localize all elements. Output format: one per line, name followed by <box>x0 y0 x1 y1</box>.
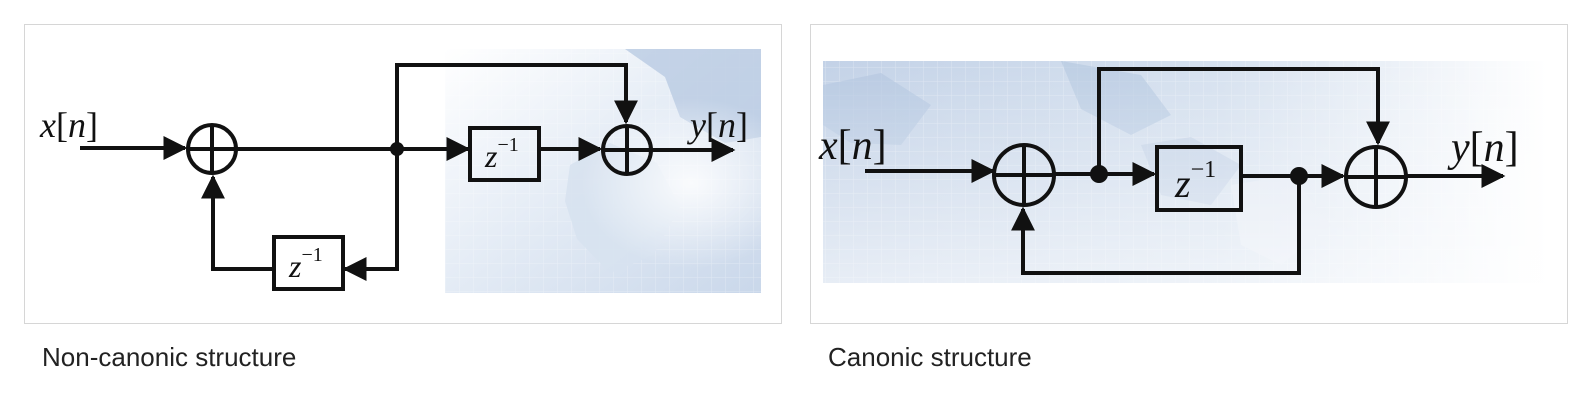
map-background <box>823 61 1547 283</box>
delay-label: z−1 <box>1174 157 1216 206</box>
diagram-panel-canonic: x[n] y[n] <box>810 24 1568 324</box>
output-signal-label: y[n] <box>687 105 748 145</box>
output-signal-label: y[n] <box>1447 125 1519 171</box>
delay-block <box>1155 145 1243 212</box>
input-signal-label: x[n] <box>818 123 887 169</box>
feedback-path-down <box>342 149 399 281</box>
input-signal-label: x[n] <box>39 105 98 145</box>
delay-label-feedback: z−1 <box>288 244 323 284</box>
branch-node <box>390 142 404 156</box>
feedforward-path <box>395 63 638 149</box>
feedback-path <box>1011 176 1301 275</box>
block-diagram-non-canonic: x[n] y[n] <box>39 49 761 293</box>
map-background <box>445 49 761 293</box>
branch-node-1 <box>1090 165 1108 183</box>
feedback-path-return <box>201 174 274 271</box>
block-diagram-canonic: x[n] y[n] <box>818 61 1547 283</box>
delay-label-forward: z−1 <box>484 134 519 174</box>
caption-canonic: Canonic structure <box>828 342 1032 372</box>
feedforward-path <box>1097 67 1390 174</box>
delay-block-forward <box>468 126 541 182</box>
caption-non-canonic: Non-canonic structure <box>42 342 297 372</box>
delay-block-feedback <box>272 235 345 291</box>
diagram-panel-non-canonic: x[n] y[n] <box>24 24 782 324</box>
branch-node-2 <box>1290 167 1308 185</box>
